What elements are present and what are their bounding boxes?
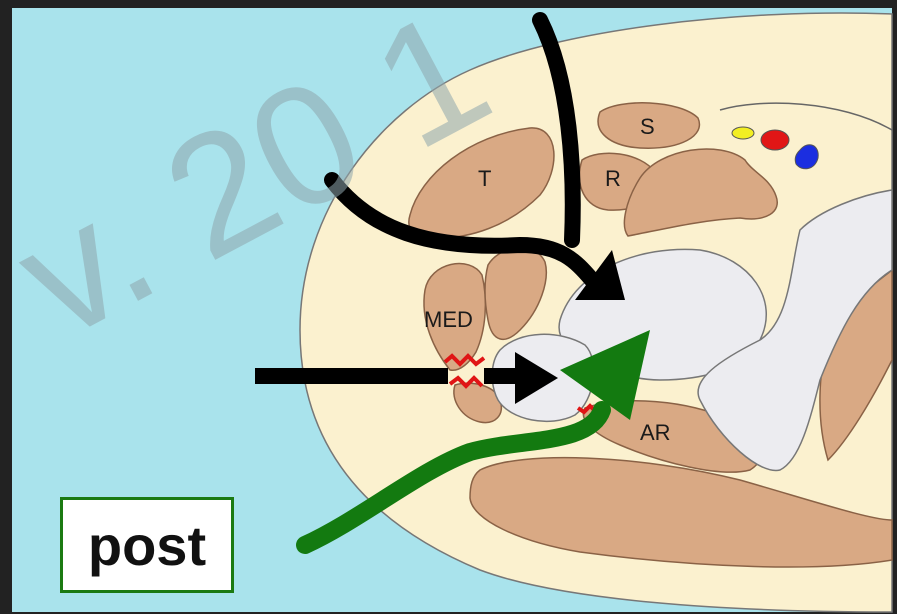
label-r: R bbox=[605, 166, 621, 191]
post-label: post bbox=[88, 513, 206, 578]
label-t: T bbox=[478, 166, 491, 191]
label-ar: AR bbox=[640, 420, 671, 445]
post-label-box: post bbox=[60, 497, 234, 593]
label-s: S bbox=[640, 114, 655, 139]
vessel-red bbox=[761, 130, 789, 150]
label-med: MED bbox=[424, 307, 473, 332]
vessel-yellow bbox=[732, 127, 754, 139]
